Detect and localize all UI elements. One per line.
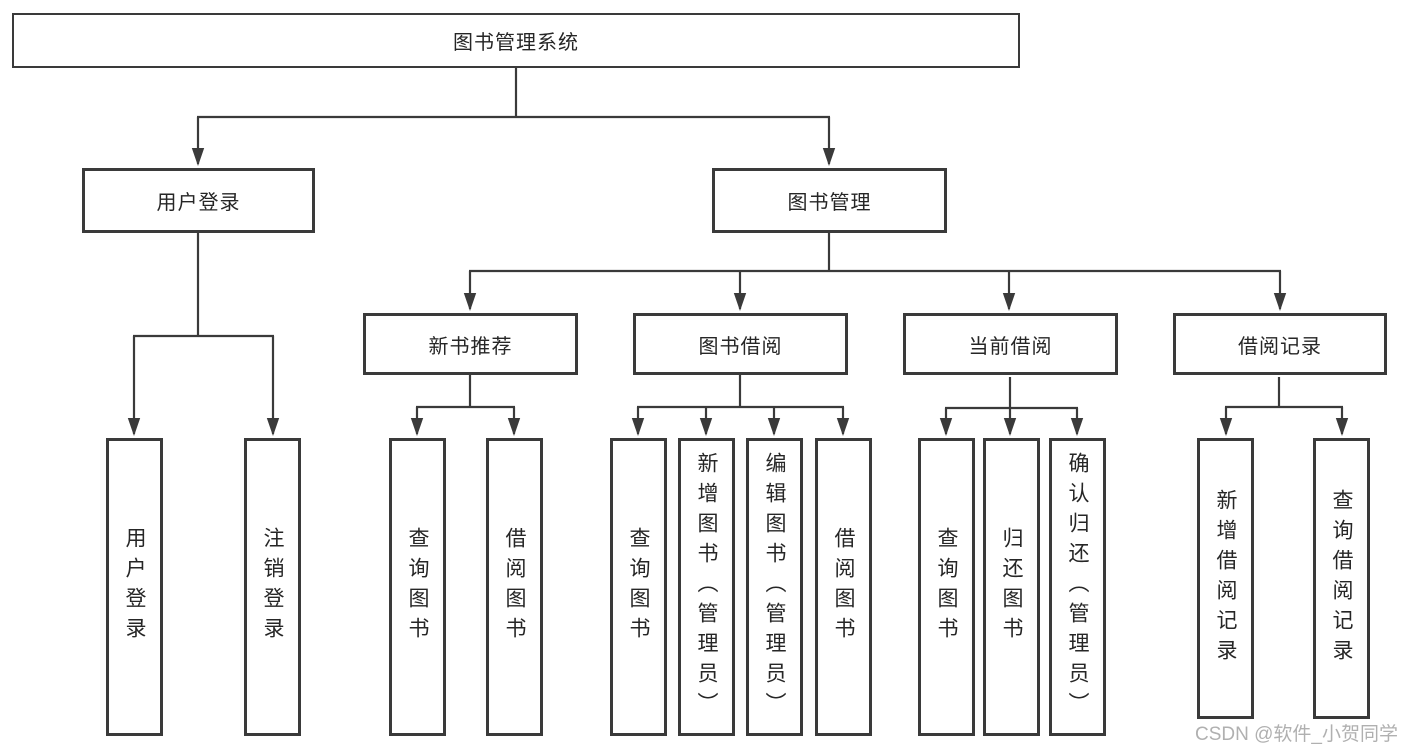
leaf-query-borrow-record-label: 查询借阅记录 [1330,488,1353,669]
leaf-query-books-1: 查询图书 [389,438,446,736]
leaf-add-book-admin: 新增图书（管理员） [678,438,735,736]
leaf-query-borrow-record: 查询借阅记录 [1313,438,1370,719]
node-book-management-group-label: 图书管理 [787,192,872,214]
node-new-book-recommendation-label: 新书推荐 [428,335,513,358]
leaf-logout-label: 注销登录 [261,527,284,647]
leaf-edit-book-admin-label: 编辑图书（管理员） [763,452,786,722]
leaf-user-login-label: 用户登录 [123,527,146,647]
node-library-management-system-label: 图书管理系统 [453,32,579,54]
node-book-borrowing-label: 图书借阅 [698,335,783,358]
leaf-add-borrow-record: 新增借阅记录 [1197,438,1254,719]
leaf-query-books-1-label: 查询图书 [406,527,429,647]
leaf-borrow-books-2-label: 借阅图书 [832,527,855,647]
node-user-login-group-label: 用户登录 [156,192,241,214]
node-current-borrowing-label: 当前借阅 [968,335,1053,358]
leaf-user-login: 用户登录 [106,438,163,736]
leaf-borrow-books-2: 借阅图书 [815,438,872,736]
node-borrowing-records: 借阅记录 [1173,313,1387,375]
node-user-login-group: 用户登录 [82,168,315,233]
leaf-confirm-return-admin-label: 确认归还（管理员） [1066,452,1089,722]
leaf-edit-book-admin: 编辑图书（管理员） [746,438,803,736]
leaf-confirm-return-admin: 确认归还（管理员） [1049,438,1106,736]
node-library-management-system: 图书管理系统 [12,13,1020,68]
leaf-return-book-label: 归还图书 [1000,527,1023,647]
leaf-borrow-books-1-label: 借阅图书 [503,527,526,647]
leaf-logout: 注销登录 [244,438,301,736]
leaf-query-books-2-label: 查询图书 [627,527,650,647]
leaf-query-books-3-label: 查询图书 [935,527,958,647]
node-borrowing-records-label: 借阅记录 [1238,335,1322,358]
leaf-query-books-3: 查询图书 [918,438,975,736]
leaf-borrow-books-1: 借阅图书 [486,438,543,736]
leaf-add-book-admin-label: 新增图书（管理员） [695,452,718,722]
node-book-borrowing: 图书借阅 [633,313,848,375]
node-new-book-recommendation: 新书推荐 [363,313,578,375]
csdn-watermark: CSDN @软件_小贺同学 [1195,724,1398,745]
leaf-return-book: 归还图书 [983,438,1040,736]
node-book-management-group: 图书管理 [712,168,947,233]
leaf-add-borrow-record-label: 新增借阅记录 [1214,488,1237,669]
node-current-borrowing: 当前借阅 [903,313,1118,375]
leaf-query-books-2: 查询图书 [610,438,667,736]
